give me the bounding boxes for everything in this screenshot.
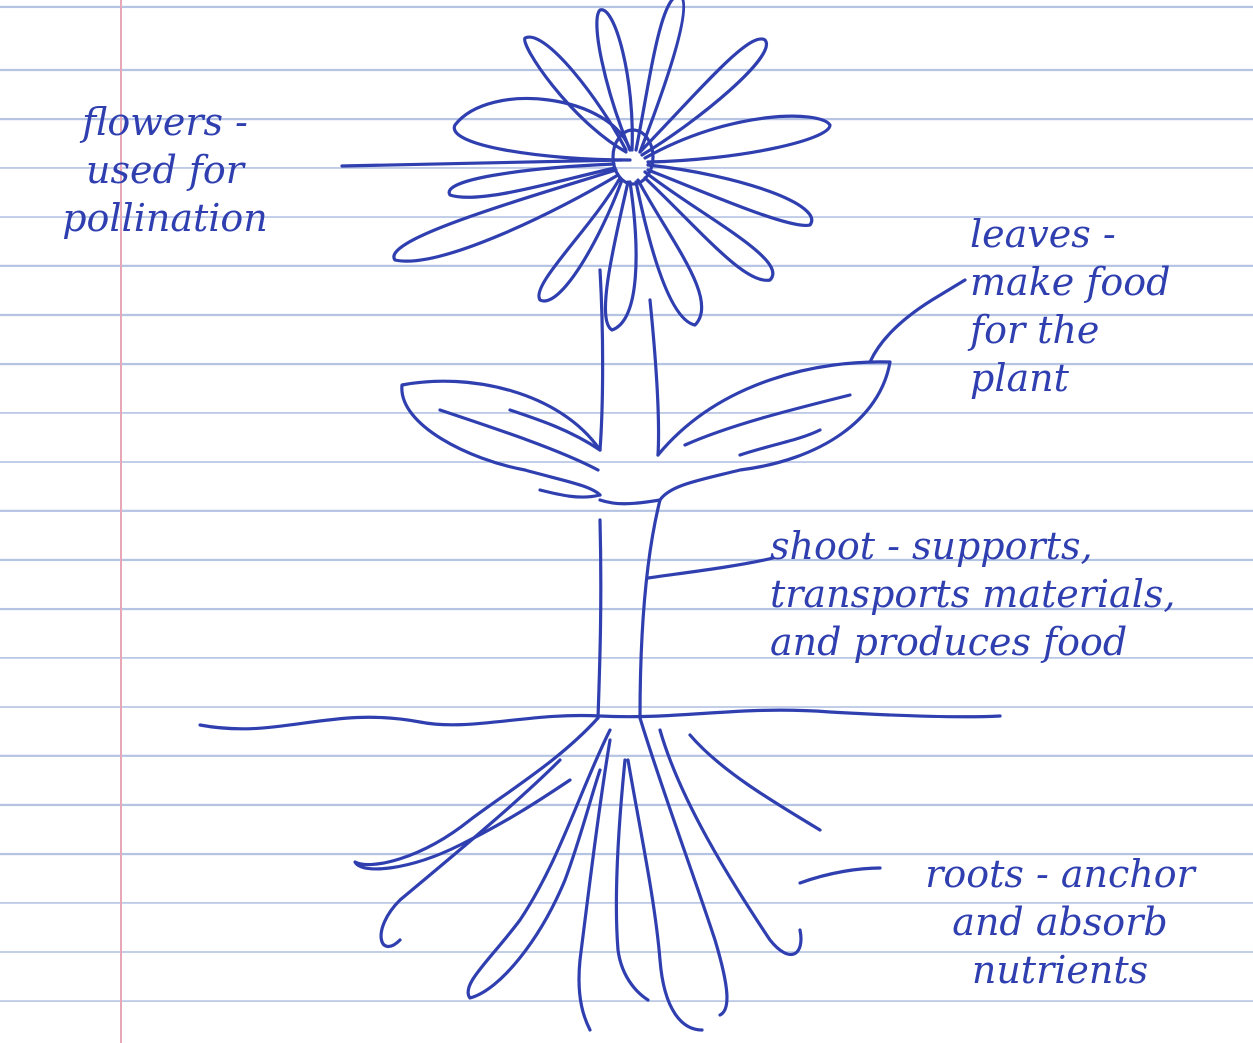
ground-line (200, 710, 1000, 729)
roots-leader (800, 868, 880, 883)
flowers-label: flowers - used for pollination (0, 98, 330, 242)
shoot-label: shoot - supports, transports materials, … (770, 522, 1240, 666)
roots-label: roots - anchor and absorb nutrients (880, 850, 1240, 994)
petal (648, 165, 812, 225)
stem (598, 270, 660, 718)
roots (355, 718, 820, 1030)
left-leaf (402, 381, 600, 495)
shoot-leader (648, 558, 773, 578)
petal (605, 182, 636, 330)
petal (394, 170, 618, 261)
right-leaf (658, 362, 890, 500)
leaves (402, 362, 890, 504)
petal (645, 116, 830, 162)
leaves-label: leaves - make food for the plant (970, 210, 1253, 402)
petal (454, 99, 630, 160)
leaves-leader (870, 280, 965, 362)
